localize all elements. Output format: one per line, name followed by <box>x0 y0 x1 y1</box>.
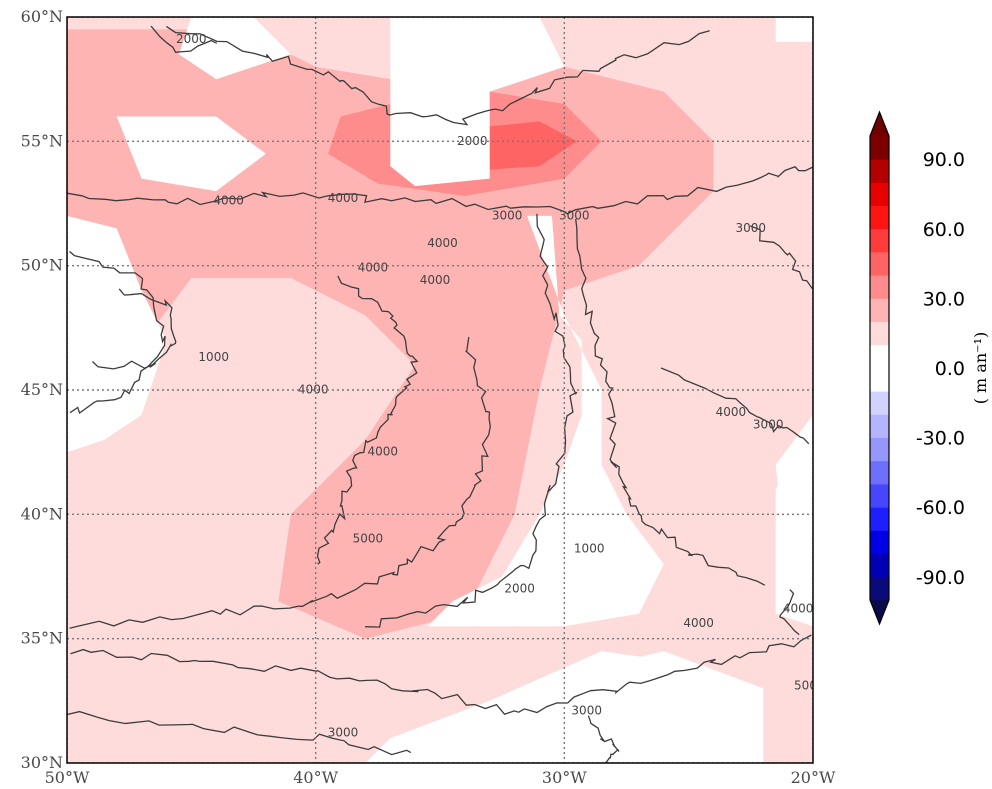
colorbar-band-0 <box>870 576 889 601</box>
bathymetry-contour-lines <box>67 25 813 763</box>
colorbar-band-1 <box>870 553 889 578</box>
colorbar-tick-label-6: -90.0 <box>916 567 965 589</box>
colorbar-extend-low <box>870 600 889 624</box>
colorbar-outline <box>869 110 890 626</box>
colorbar-tick-label-2: 30.0 <box>923 288 965 310</box>
colorbar-band-5 <box>870 460 889 485</box>
colorbar-band-3 <box>870 507 889 531</box>
colorbar-band-17 <box>870 182 889 206</box>
contour-label-21: 3000 <box>328 726 359 740</box>
colorbar-extend-high <box>870 112 889 136</box>
latitude-tick-labels: 30°N 35°N 40°N 45°N 50°N 55°N 60°N <box>21 7 63 772</box>
colorbar-tick-label-3: 0.0 <box>935 358 965 380</box>
colorbar: 90.0 60.0 30.0 0.0 -30.0 -60.0 -90.0 <box>869 110 965 626</box>
colorbar-band-19 <box>870 136 889 160</box>
colorbar-tick-label-0: 90.0 <box>923 149 965 171</box>
colorbar-band-9 <box>870 368 889 392</box>
contour-label-6: 4000 <box>427 236 458 250</box>
colorbar-tick-label-1: 60.0 <box>923 219 965 241</box>
contour-2000-north <box>166 25 710 126</box>
colorbar-band-6 <box>870 437 889 462</box>
field-region-3 <box>464 121 577 172</box>
colorbar-band-11 <box>870 321 889 346</box>
colorbar-band-16 <box>870 205 889 230</box>
field-region-4 <box>116 116 266 192</box>
contour-1000-cap <box>92 288 177 370</box>
colorbar-tick-label-4: -30.0 <box>916 428 965 450</box>
colorbar-band-13 <box>870 275 889 299</box>
field-region-10 <box>178 17 291 80</box>
lat-tick-label-0: 30°N <box>21 753 63 772</box>
contour-label-12: 4000 <box>368 445 399 459</box>
contour-2000-tip <box>150 25 218 53</box>
contour-east-4000 <box>779 589 800 636</box>
contour-4000-mid <box>69 336 491 629</box>
contour-label-9: 3000 <box>736 221 767 235</box>
field-region-11 <box>390 17 565 187</box>
contour-3000-southwest <box>67 710 412 756</box>
contour-label-7: 4000 <box>358 261 389 275</box>
colorbar-band-15 <box>870 228 889 253</box>
contour-label-13: 4000 <box>716 405 747 419</box>
lon-tick-label-2: 30°W <box>542 768 587 787</box>
colorbar-band-10 <box>870 344 889 369</box>
colorbar-tick-label-5: -60.0 <box>916 497 965 519</box>
contour-label-15: 5000 <box>353 532 384 546</box>
graticule-gridlines <box>67 17 813 763</box>
contour-label-3: 4000 <box>328 191 359 205</box>
contour-label-10: 1000 <box>198 350 229 364</box>
contour-label-5: 3000 <box>559 208 590 222</box>
lat-tick-label-4: 50°N <box>21 256 63 275</box>
field-region-12 <box>427 215 664 627</box>
colorbar-band-14 <box>870 252 889 276</box>
contour-label-18: 4000 <box>683 616 714 630</box>
contour-ridge-west <box>365 213 578 628</box>
contour-1000-flemish <box>69 250 166 415</box>
lat-tick-label-1: 35°N <box>21 629 63 648</box>
field-region-9 <box>775 414 813 627</box>
contour-label-17: 2000 <box>504 581 535 595</box>
contour-label-2: 4000 <box>213 194 244 208</box>
colorbar-band-8 <box>870 391 889 415</box>
contour-ridge-east <box>575 218 766 586</box>
colorbar-label: ( m an⁻¹) <box>971 332 990 405</box>
contour-label-20: 3000 <box>571 703 602 717</box>
map-frame <box>66 16 814 764</box>
contour-4000-west-flank <box>316 275 419 565</box>
contour-seamount-south <box>587 715 620 763</box>
field-region-8 <box>775 17 813 42</box>
contour-label-4: 3000 <box>492 208 523 222</box>
contour-label-16: 1000 <box>574 542 605 556</box>
lon-tick-label-1: 40°W <box>293 768 338 787</box>
colorbar-band-12 <box>870 298 889 322</box>
contour-label-22: 500 <box>794 678 817 692</box>
lat-tick-label-3: 45°N <box>21 380 63 399</box>
lon-tick-label-3: 20°W <box>791 768 836 787</box>
contour-3000-south <box>70 634 812 715</box>
colorbar-band-2 <box>870 530 889 554</box>
longitude-tick-labels: 50°W 40°W 30°W 20°W <box>45 768 836 787</box>
contour-label-19: 4000 <box>783 601 814 615</box>
lon-tick-label-0: 50°W <box>45 768 90 787</box>
lat-tick-label-2: 40°N <box>21 504 63 523</box>
colorbar-band-4 <box>870 484 889 508</box>
field-region-13 <box>67 215 167 453</box>
contour-label-14: 3000 <box>753 417 784 431</box>
contour-east-3000 <box>749 225 813 289</box>
lat-tick-label-6: 60°N <box>21 7 63 26</box>
colorbar-band-18 <box>870 159 889 183</box>
colorbar-band-7 <box>870 414 889 438</box>
lat-tick-label-5: 55°N <box>21 131 63 150</box>
contour-label-0: 2000 <box>176 32 207 46</box>
contour-4000-north <box>67 166 813 215</box>
contour-label-8: 4000 <box>420 273 451 287</box>
